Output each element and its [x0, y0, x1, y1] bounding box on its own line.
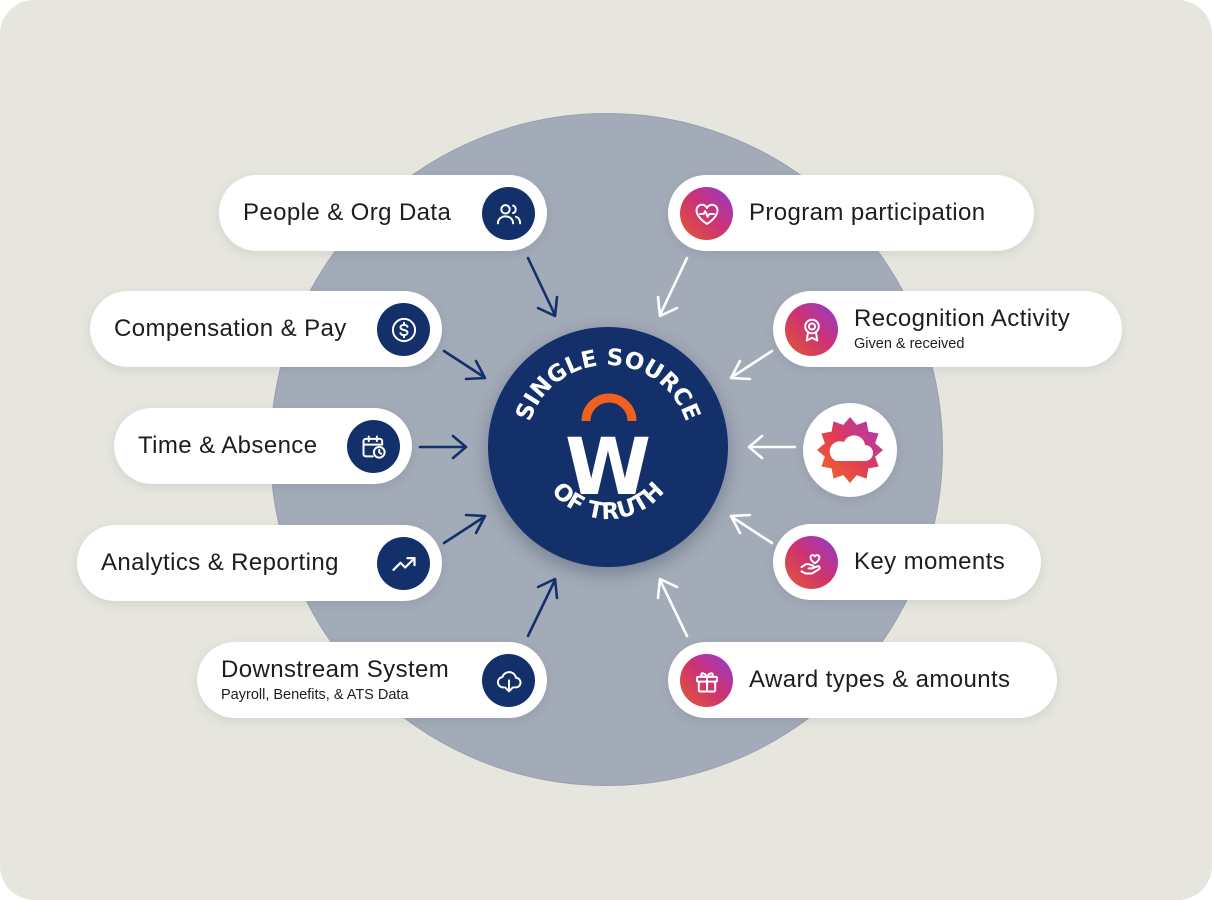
pill-title: Time & Absence — [138, 432, 318, 459]
pill-title: Key moments — [854, 548, 1006, 575]
input-analytics-reporting: Analytics & Reporting — [77, 525, 442, 601]
input-award-types-amounts: Award types & amounts — [668, 642, 1057, 718]
cloud-download-icon — [482, 654, 535, 707]
arrow-award — [656, 577, 689, 638]
pill-title: Award types & amounts — [749, 666, 1011, 693]
pill-title: Downstream System — [221, 656, 450, 683]
hand-heart-icon — [785, 536, 838, 589]
input-compensation-pay: Compensation & Pay — [90, 291, 442, 367]
calendar-clock-icon — [347, 420, 400, 473]
logo-letter: W — [565, 423, 651, 513]
single-source-hub: SINGLE SOURCE OF TRUTH W — [488, 327, 728, 567]
heart-pulse-icon — [680, 187, 733, 240]
pill-title: People & Org Data — [243, 199, 452, 226]
arrow-program — [656, 256, 689, 318]
pill-title: Compensation & Pay — [114, 315, 347, 342]
arrow-recognition — [729, 349, 774, 381]
pill-title: Recognition Activity — [854, 305, 1071, 332]
award-ribbon-icon — [785, 303, 838, 356]
arrow-compensation — [442, 349, 487, 381]
arrow-analytics — [442, 513, 487, 545]
pill-subtitle: Given & received — [854, 336, 965, 352]
hub-top-text: SINGLE SOURCE — [511, 345, 705, 425]
recognition-platform-badge — [803, 403, 897, 497]
arrow-downstream — [526, 577, 559, 638]
input-recognition-activity: Recognition Activity Given & received — [773, 291, 1122, 367]
pill-subtitle: Payroll, Benefits, & ATS Data — [221, 687, 409, 703]
logo-arc — [581, 393, 637, 422]
trend-up-icon — [377, 537, 430, 590]
input-people-org-data: People & Org Data — [219, 175, 547, 251]
input-key-moments: Key moments — [773, 524, 1041, 600]
input-downstream-system: Downstream System Payroll, Benefits, & A… — [197, 642, 547, 718]
gift-icon — [680, 654, 733, 707]
pill-title: Program participation — [749, 199, 986, 226]
dollar-icon — [377, 303, 430, 356]
input-time-absence: Time & Absence — [114, 408, 412, 484]
input-program-participation: Program participation — [668, 175, 1034, 251]
arrow-badge — [747, 434, 797, 460]
arrow-people — [526, 256, 559, 318]
arrow-time — [418, 434, 468, 460]
pill-title: Analytics & Reporting — [101, 549, 339, 576]
people-icon — [482, 187, 535, 240]
starburst-cloud-icon — [817, 417, 883, 483]
arrow-keymoments — [729, 513, 774, 545]
